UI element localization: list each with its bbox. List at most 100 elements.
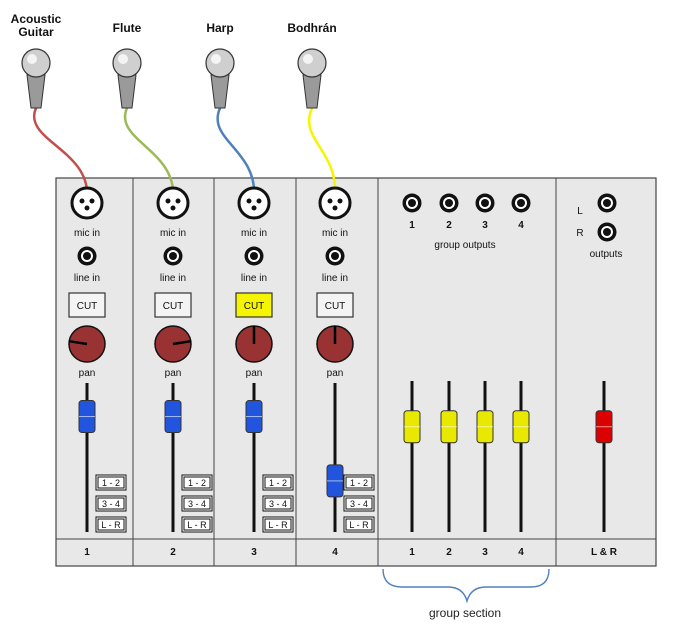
- xlr-pin: [332, 205, 338, 211]
- microphone-head-icon: [21, 48, 51, 78]
- instrument-label: Acoustic: [11, 12, 62, 26]
- cut-button-label: CUT: [163, 301, 184, 312]
- master-output-left-jack-socket: [603, 199, 611, 207]
- mic-input-jack[interactable]: [156, 186, 190, 220]
- line-in-label: line in: [74, 273, 100, 284]
- microphone-head-icon: [112, 48, 142, 78]
- route-button-label: 1 - 2: [269, 478, 287, 488]
- route-button-label: 1 - 2: [188, 478, 206, 488]
- route-button[interactable]: [97, 497, 125, 510]
- microphone-icon: [26, 74, 46, 109]
- mic-in-label: mic in: [322, 228, 348, 239]
- route-button-label: 1 - 2: [102, 478, 120, 488]
- mic-cable: [123, 107, 175, 199]
- xlr-pin: [84, 205, 90, 211]
- route-button-label: L - R: [268, 520, 288, 530]
- group-output-number: 1: [409, 220, 415, 231]
- route-button[interactable]: [264, 518, 292, 531]
- route-button-label: L - R: [187, 520, 207, 530]
- xlr-pin: [170, 205, 176, 211]
- pan-indicator: [69, 339, 88, 346]
- route-button[interactable]: [264, 497, 292, 510]
- line-input-jack-socket: [250, 252, 258, 260]
- channel-strips: mic in line in CUT pan 1 - 2 3 - 4 L - R 1 mic i…: [68, 186, 375, 558]
- route-button[interactable]: [345, 497, 373, 510]
- route-button[interactable]: [264, 476, 292, 489]
- cut-button[interactable]: [68, 292, 106, 318]
- line-input-jack-socket: [83, 252, 91, 260]
- route-button-label: 3 - 4: [350, 499, 368, 509]
- master-outputs-label: outputs: [590, 249, 623, 260]
- mic-cable: [32, 107, 89, 199]
- microphone-highlight: [118, 54, 128, 64]
- line-input-jack-socket: [169, 252, 177, 260]
- line-in-label: line in: [160, 273, 186, 284]
- group-section-label: group section: [429, 606, 501, 620]
- microphone-icon: [117, 74, 137, 109]
- cut-button-label: CUT: [325, 301, 346, 312]
- mic-in-label: mic in: [74, 228, 100, 239]
- mic-input-jack[interactable]: [70, 186, 104, 220]
- group-fader-number: 4: [518, 547, 524, 558]
- route-button[interactable]: [183, 476, 211, 489]
- channel-number: 1: [84, 547, 90, 558]
- xlr-pin: [246, 198, 252, 204]
- group-fader-number: 1: [409, 547, 415, 558]
- route-button-label: 3 - 4: [269, 499, 287, 509]
- mic-in-label: mic in: [241, 228, 267, 239]
- cut-button[interactable]: [154, 292, 192, 318]
- mic-input-jack[interactable]: [237, 186, 271, 220]
- instrument-label: Guitar: [18, 25, 54, 39]
- master-footer-label: L & R: [591, 547, 618, 558]
- group-output-number: 2: [446, 220, 452, 231]
- line-in-label: line in: [241, 273, 267, 284]
- mic-cable: [216, 107, 256, 199]
- cut-button[interactable]: [316, 292, 354, 318]
- mic-input-jack[interactable]: [318, 186, 352, 220]
- microphone-highlight: [303, 54, 313, 64]
- instrument-label: Harp: [206, 21, 233, 35]
- route-button-label: 3 - 4: [188, 499, 206, 509]
- group-output-number: 3: [482, 220, 488, 231]
- group-fader-number: 2: [446, 547, 452, 558]
- line-in-label: line in: [322, 273, 348, 284]
- output-right-label: R: [576, 228, 583, 239]
- route-button-label: L - R: [101, 520, 121, 530]
- instrument-label: Flute: [113, 21, 142, 35]
- channel-number: 4: [332, 547, 338, 558]
- route-button[interactable]: [345, 518, 373, 531]
- route-button[interactable]: [183, 497, 211, 510]
- route-button[interactable]: [97, 518, 125, 531]
- route-button-label: 3 - 4: [102, 499, 120, 509]
- group-output-jack-socket: [517, 199, 525, 207]
- route-button[interactable]: [345, 476, 373, 489]
- instrument-label: Bodhrán: [287, 21, 336, 35]
- route-button[interactable]: [183, 518, 211, 531]
- group-output-number: 4: [518, 220, 524, 231]
- microphone-icon: [302, 74, 322, 109]
- route-button[interactable]: [97, 476, 125, 489]
- pan-label: pan: [79, 368, 96, 379]
- channel-number: 2: [170, 547, 176, 558]
- mic-in-label: mic in: [160, 228, 186, 239]
- xlr-pin: [89, 198, 95, 204]
- group-output-jack-socket: [445, 199, 453, 207]
- output-left-label: L: [577, 206, 583, 217]
- microphone-head-icon: [205, 48, 235, 78]
- pan-label: pan: [246, 368, 263, 379]
- cut-button[interactable]: [235, 292, 273, 318]
- xlr-pin: [327, 198, 333, 204]
- xlr-pin: [165, 198, 171, 204]
- pan-label: pan: [165, 368, 182, 379]
- microphone-head-icon: [297, 48, 327, 78]
- microphone-icon: [210, 74, 230, 109]
- cut-button-label: CUT: [77, 301, 98, 312]
- channel-number: 3: [251, 547, 257, 558]
- cut-button-label: CUT: [244, 301, 265, 312]
- xlr-pin: [175, 198, 181, 204]
- xlr-pin: [251, 205, 257, 211]
- pan-label: pan: [327, 368, 344, 379]
